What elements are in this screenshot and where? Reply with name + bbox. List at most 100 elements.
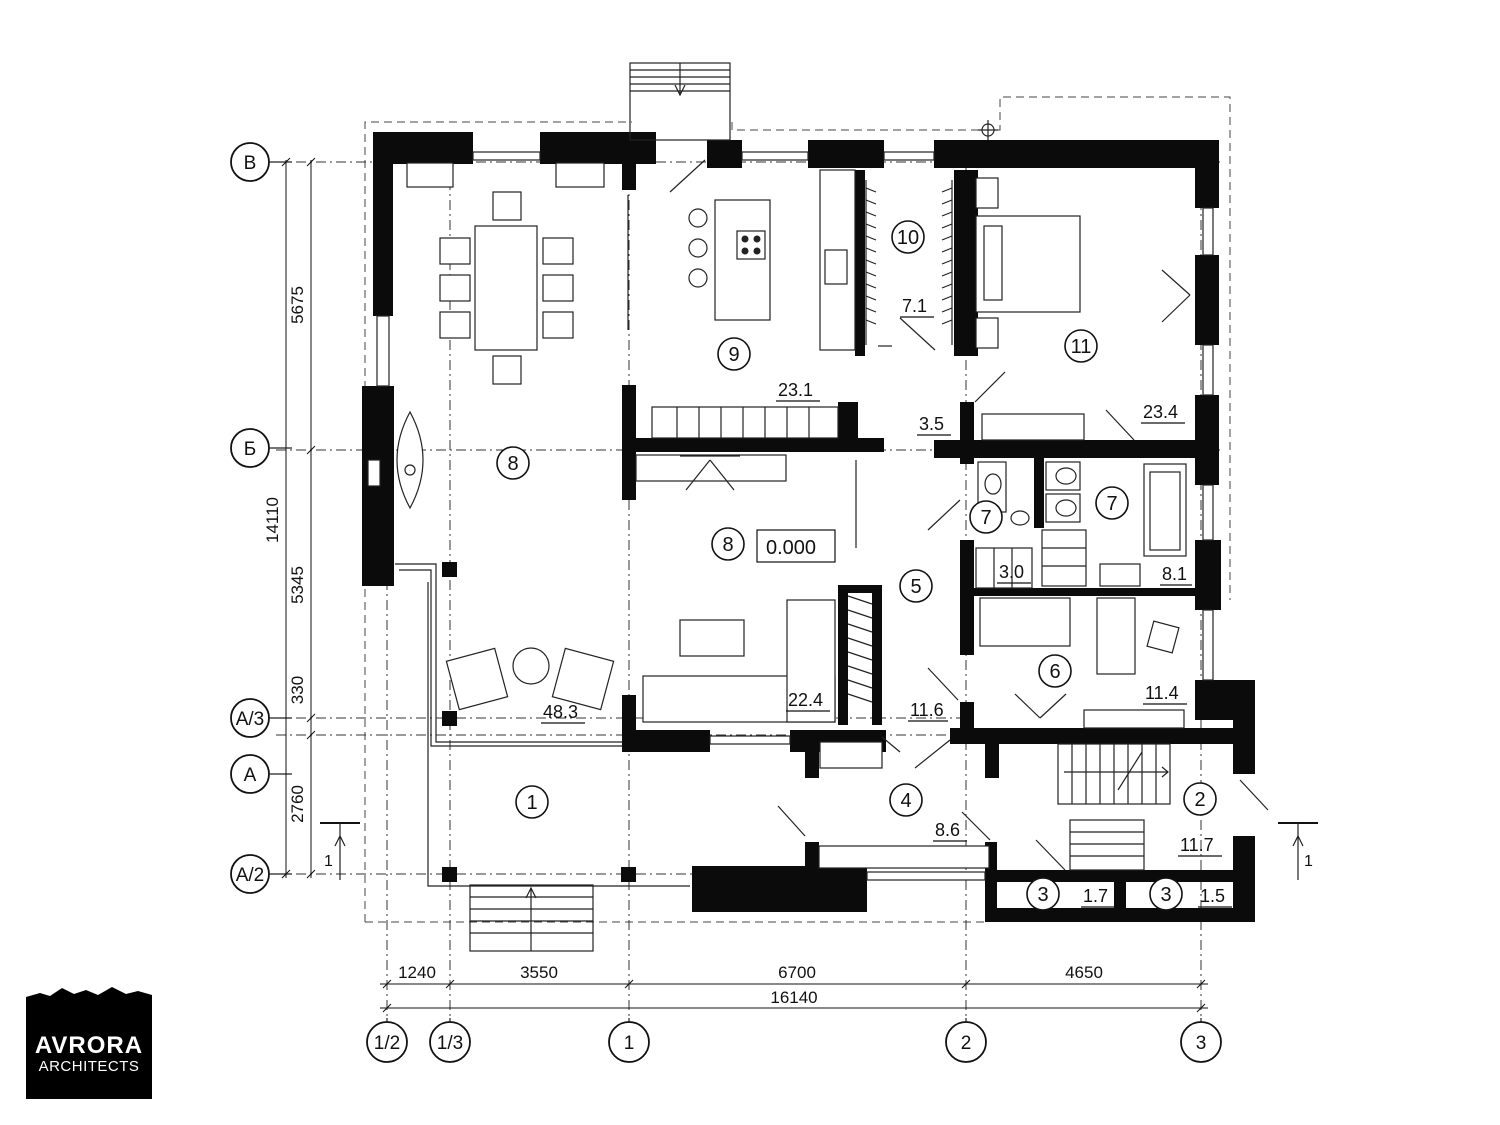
axis-bubble: А/3 <box>230 698 292 738</box>
room-bubble-circle <box>1038 654 1072 688</box>
room-bubble: 1 <box>515 785 549 819</box>
room-bubble: 11 <box>1064 329 1098 363</box>
vertical-axes: В Б А/3А А/2 <box>230 142 292 894</box>
lounge-chairs <box>445 647 615 711</box>
dim-left-2: 5345 <box>288 566 307 604</box>
hall-furniture <box>777 736 991 869</box>
room-bubble: 4 <box>889 783 923 817</box>
target-icon <box>978 120 998 140</box>
room-bubble: 3 <box>1026 877 1060 911</box>
axis-circle <box>366 1021 408 1063</box>
axis-label: 1/2 <box>374 1033 400 1054</box>
interior-stair <box>635 406 857 548</box>
room-bubble: 5 <box>899 569 933 603</box>
logo-subtitle: ARCHITECTS <box>38 1058 140 1075</box>
axis-label: Б <box>244 439 256 460</box>
room-bubble-circle <box>1183 782 1217 816</box>
room-number: 8 <box>722 534 733 556</box>
room-area: 1.7 <box>1083 886 1108 906</box>
room-area: 23.1 <box>778 380 813 400</box>
room-number: 5 <box>910 576 921 598</box>
logo-name: AVRORA <box>34 1032 144 1059</box>
dim-bottom-1: 1240 <box>398 963 436 982</box>
room-labels: 1 2 11.7 3 1.7 3 1.5 4 8.6 5 11.6 6 11.4 7 3.0 7 8.1 8 48.… <box>496 220 1232 911</box>
room-bubble: 2 <box>1183 782 1217 816</box>
room-area: 23.4 <box>1143 402 1178 422</box>
dim-left-1: 5675 <box>288 286 307 324</box>
room-bubble: 7 <box>969 500 1003 534</box>
room-bubble-circle <box>1064 329 1098 363</box>
room-area: 48.3 <box>543 702 578 722</box>
room-number: 3 <box>1160 884 1171 906</box>
axis-bubble: А <box>230 754 292 794</box>
room-number: 9 <box>728 344 739 366</box>
room-bubble-circle <box>889 783 923 817</box>
section-mark-right: 1 <box>1278 822 1318 880</box>
room-bubble: 7 <box>1095 486 1129 520</box>
section-label-left: 1 <box>324 853 333 870</box>
room-bubble-circle <box>969 500 1003 534</box>
axis-label: В <box>244 153 257 174</box>
axis-bubble: 2 <box>945 1018 987 1063</box>
dining-furniture <box>406 162 605 385</box>
room-area: 22.4 <box>788 690 823 710</box>
study-furniture <box>927 597 1185 729</box>
axis-bubble: А/2 <box>230 854 292 894</box>
room-bubble-circle <box>1095 486 1129 520</box>
room-area: 7.1 <box>902 296 927 316</box>
dim-left-total: 14110 <box>263 497 282 543</box>
windows <box>376 151 1214 881</box>
fireplace <box>367 410 424 510</box>
dim-left-3: 330 <box>288 676 307 704</box>
room-number: 1 <box>526 792 537 814</box>
room-bubble-circle <box>515 785 549 819</box>
axis-label: 1/3 <box>437 1033 463 1054</box>
dim-bottom-total: 16140 <box>770 988 817 1007</box>
room-area: 11.4 <box>1145 683 1179 703</box>
axis-bubble: 1/3 <box>429 1018 471 1063</box>
room-area: 3.5 <box>919 414 944 434</box>
room-bubble: 3 <box>1149 877 1183 911</box>
axis-circle <box>608 1021 650 1063</box>
dim-bottom-4: 4650 <box>1065 963 1103 982</box>
axis-label: А/3 <box>236 709 265 730</box>
axis-label: А/2 <box>236 865 265 886</box>
axis-label: 2 <box>961 1033 972 1054</box>
room-number: 7 <box>980 507 991 529</box>
staircase <box>1035 743 1269 871</box>
axis-label: А <box>244 765 257 786</box>
room-bubble-circle <box>1026 877 1060 911</box>
dimension-bottom: 1240 3550 6700 4650 16140 <box>380 963 1208 1013</box>
bedroom-furniture <box>974 177 1191 441</box>
room-number: 8 <box>507 453 518 475</box>
room-number: 7 <box>1106 493 1117 515</box>
dim-bottom-2: 3550 <box>520 963 558 982</box>
room-area: 1.5 <box>1200 886 1225 906</box>
roof-outline <box>364 96 1231 923</box>
room-area: 8.1 <box>1162 564 1187 584</box>
axis-label: 1 <box>624 1033 635 1054</box>
room-number: 2 <box>1194 789 1205 811</box>
axis-label: 3 <box>1196 1033 1207 1054</box>
room-area: 8.6 <box>935 820 960 840</box>
room-bubble: 6 <box>1038 654 1072 688</box>
room-bubble: 9 <box>717 337 751 371</box>
axis-bubble: В <box>230 142 292 182</box>
room-area: 3.0 <box>999 562 1024 582</box>
room-area: 11.7 <box>1180 835 1214 855</box>
room-number: 3 <box>1037 884 1048 906</box>
horizontal-axes: 1/2 1/3 1 2 3 <box>366 1018 1222 1063</box>
axis-bubble: 1 <box>608 1018 650 1063</box>
stairs-south <box>469 884 594 952</box>
living-furniture <box>642 595 873 723</box>
room-bubble-circle <box>891 220 925 254</box>
room-bubble-circle <box>496 446 530 480</box>
room-number: 10 <box>897 227 919 249</box>
bathroom-fixtures <box>927 461 1187 589</box>
room-area: 11.6 <box>910 700 944 720</box>
axis-bubble: Б <box>230 428 292 468</box>
logo-background <box>26 1001 152 1099</box>
dim-left-4: 2760 <box>288 785 307 823</box>
room-bubble-circle <box>899 569 933 603</box>
room-bubble-circle <box>1149 877 1183 911</box>
